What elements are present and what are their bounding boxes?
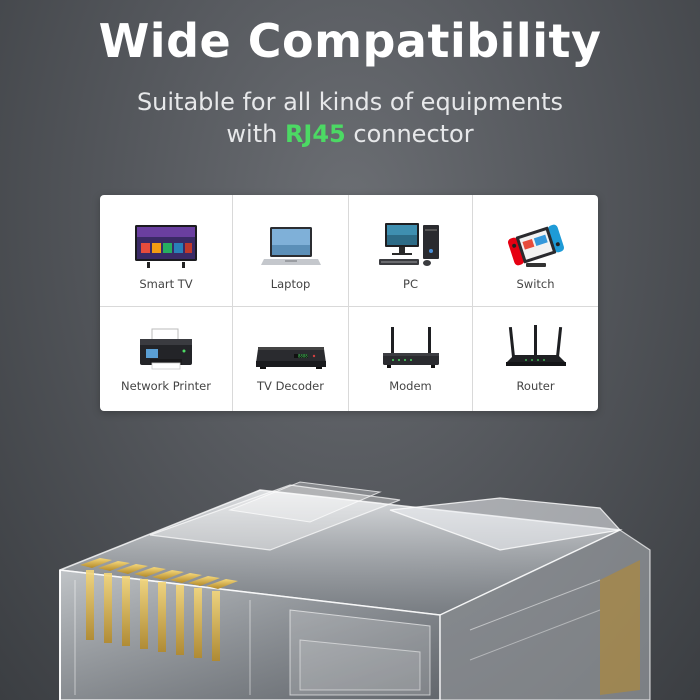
device-cell-tv-decoder: 8888 TV Decoder [233,307,349,411]
device-cell-pc: PC [349,195,473,307]
device-label: Laptop [270,277,311,291]
router-icon [496,325,576,371]
banner-subtitle: Suitable for all kinds of equipments wit… [0,86,700,150]
device-label: Network Printer [121,379,211,393]
device-cell-modem: Modem [349,307,473,411]
rj45-connector-image [0,440,700,700]
tv-decoder-icon: 8888 [251,325,331,371]
pc-icon [371,219,451,269]
subtitle-line-2-post: connector [345,120,474,148]
device-label: Smart TV [139,277,193,291]
device-label: PC [403,277,418,291]
subtitle-line-1: Suitable for all kinds of equipments [136,88,564,116]
device-compatibility-grid: Smart TV Laptop [100,195,598,411]
device-label: TV Decoder [257,379,324,393]
subtitle-line-2: with RJ45 connector [0,118,700,150]
device-cell-network-printer: Network Printer [100,307,233,411]
device-cell-router: Router [473,307,598,411]
device-label: Modem [389,379,432,393]
game-switch-icon [496,219,576,269]
modem-icon [371,325,451,371]
device-cell-laptop: Laptop [233,195,349,307]
rj45-highlight: RJ45 [284,120,346,148]
subtitle-line-2-pre: with [226,120,285,148]
banner-title: Wide Compatibility [98,14,602,68]
device-label: Router [516,379,555,393]
laptop-icon [251,219,331,269]
device-label: Switch [516,277,555,291]
device-cell-smart-tv: Smart TV [100,195,233,307]
svg-text:8888: 8888 [298,354,308,359]
printer-icon [126,325,206,371]
device-cell-switch: Switch [473,195,598,307]
smart-tv-icon [126,219,206,269]
